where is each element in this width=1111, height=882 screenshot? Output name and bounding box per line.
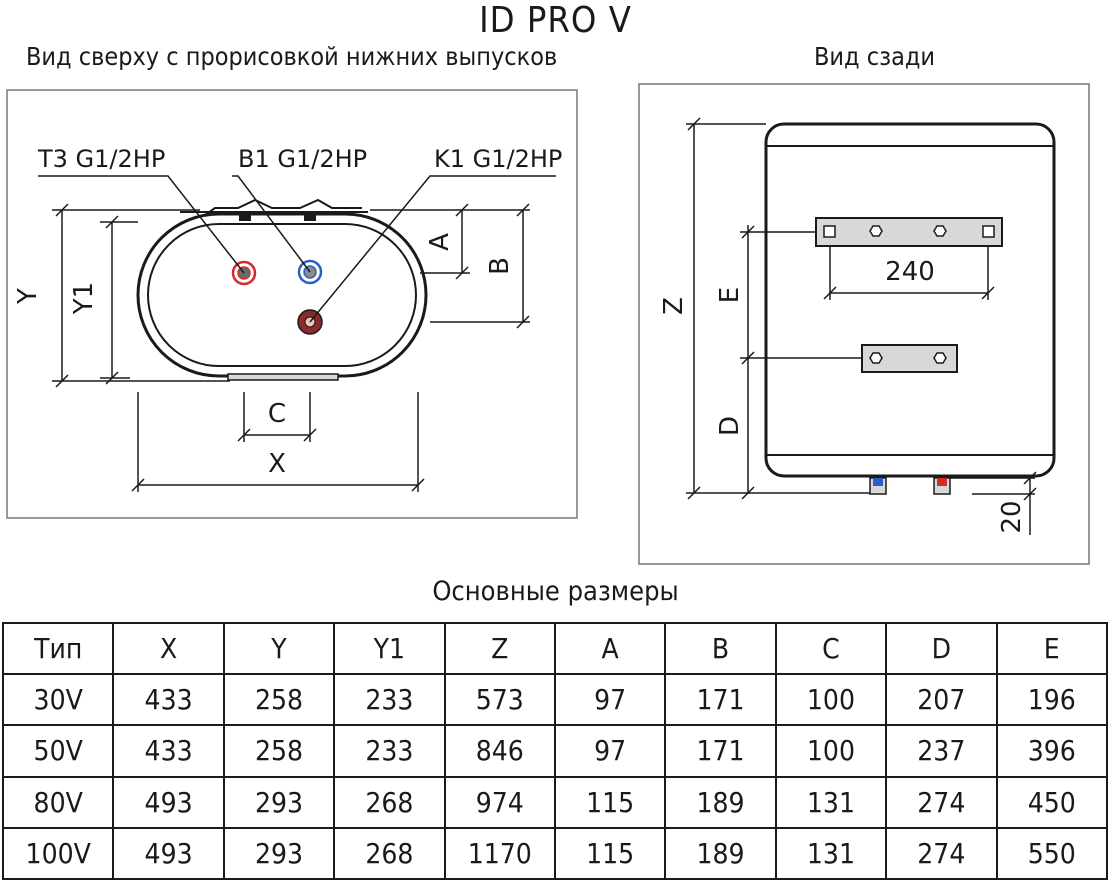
leader-lines xyxy=(38,175,556,323)
x-label: X xyxy=(268,449,286,479)
table-cell: 268 xyxy=(333,775,446,829)
top-view-drawing: T3 G1/2HP B1 G1/2HP K1 G1/2HP Y Y1 A B xyxy=(6,89,578,519)
table-cell: 50V xyxy=(1,724,115,778)
b1-label: B1 G1/2HP xyxy=(238,145,367,173)
col-header-c: C xyxy=(774,621,888,676)
table-cell: 450 xyxy=(995,775,1109,829)
table-cell: 274 xyxy=(885,775,998,829)
table-cell: 846 xyxy=(443,724,556,778)
col-header-a: A xyxy=(553,621,667,676)
y1-dimension xyxy=(100,215,138,385)
c-label: C xyxy=(268,399,286,429)
tank-outline-outer xyxy=(136,212,428,378)
table-cell: 233 xyxy=(333,673,446,727)
rear-view-frame xyxy=(638,83,1090,565)
table-cell: 80V xyxy=(1,775,115,829)
c-dimension xyxy=(237,392,317,442)
mounting-bracket-top xyxy=(180,198,368,221)
lower-bracket xyxy=(861,344,958,373)
table-cell: 274 xyxy=(885,826,998,881)
outlet-offset-label: 20 xyxy=(997,500,1027,533)
table-cell: 433 xyxy=(112,673,225,727)
table-cell: 100 xyxy=(774,673,888,727)
col-header-type: Тип xyxy=(1,621,115,676)
table-row: 100V 493 293 268 1170 115 189 131 274 55… xyxy=(1,826,1109,881)
table-cell: 573 xyxy=(443,673,556,727)
table-header-row: Тип X Y Y1 Z A B C D E xyxy=(1,621,1109,676)
table-cell: 207 xyxy=(885,673,998,727)
table-cell: 493 xyxy=(112,826,225,881)
z-dimension xyxy=(686,117,870,500)
page-title: ID PRO V xyxy=(479,0,632,41)
bracket-spacing-label: 240 xyxy=(885,257,935,287)
k1-label: K1 G1/2HP xyxy=(434,145,562,173)
table-cell: 396 xyxy=(995,724,1109,778)
tank-outline-inner xyxy=(147,223,417,367)
table-cell: 115 xyxy=(553,775,667,829)
upper-bracket xyxy=(815,217,1003,247)
y-dimension xyxy=(52,203,230,388)
rear-view-caption: Вид сзади xyxy=(814,42,936,71)
table-cell: 189 xyxy=(664,826,777,881)
table-cell: 115 xyxy=(553,826,667,881)
tank-rear-outline xyxy=(764,122,1056,478)
outlet-20-dimension xyxy=(950,471,1037,535)
table-cell: 493 xyxy=(112,775,225,829)
table-cell: 131 xyxy=(774,775,888,829)
table-cell: 171 xyxy=(664,673,777,727)
table-cell: 433 xyxy=(112,724,225,778)
table-cell: 30V xyxy=(1,673,115,727)
table-cell: 189 xyxy=(664,775,777,829)
t3-label: T3 G1/2HP xyxy=(37,145,165,173)
e-label: E xyxy=(715,287,745,303)
b-label: B xyxy=(485,257,515,275)
bottom-bracket xyxy=(227,373,339,381)
table-row: 30V 433 258 233 573 97 171 100 207 196 xyxy=(1,673,1109,727)
col-header-z: Z xyxy=(443,621,556,676)
col-header-b: B xyxy=(664,621,777,676)
dimensions-table: Тип X Y Y1 Z A B C D E 30V 433 258 233 5… xyxy=(1,621,1109,881)
b-dimension xyxy=(430,203,530,329)
table-cell: 1170 xyxy=(443,826,556,881)
table-row: 50V 433 258 233 846 97 171 100 237 396 xyxy=(1,724,1109,778)
table-cell: 196 xyxy=(995,673,1109,727)
table-cell: 237 xyxy=(885,724,998,778)
d-label: D xyxy=(715,416,745,436)
col-header-e: E xyxy=(995,621,1109,676)
table-cell: 97 xyxy=(553,673,667,727)
table-cell: 268 xyxy=(333,826,446,881)
rear-outlet-hot xyxy=(933,477,951,495)
table-cell: 100V xyxy=(1,826,115,881)
table-cell: 293 xyxy=(222,775,336,829)
table-cell: 97 xyxy=(553,724,667,778)
table-cell: 974 xyxy=(443,775,556,829)
y-label: Y xyxy=(13,288,43,305)
col-header-y: Y xyxy=(222,621,336,676)
x-dimension xyxy=(131,392,425,492)
rear-view-drawing: 240 Z E D 20 xyxy=(638,83,1090,565)
rear-outlet-cold xyxy=(869,477,887,495)
e-dimension xyxy=(740,225,862,500)
a-dimension xyxy=(370,203,470,280)
col-header-d: D xyxy=(885,621,998,676)
col-header-x: X xyxy=(112,621,225,676)
y1-label: Y1 xyxy=(69,282,99,315)
table-cell: 258 xyxy=(222,724,336,778)
table-cell: 258 xyxy=(222,673,336,727)
table-cell: 171 xyxy=(664,724,777,778)
table-row: 80V 493 293 268 974 115 189 131 274 450 xyxy=(1,775,1109,829)
top-view-frame xyxy=(6,89,578,519)
table-caption: Основные размеры xyxy=(432,576,679,607)
table-cell: 100 xyxy=(774,724,888,778)
table-cell: 131 xyxy=(774,826,888,881)
a-label: A xyxy=(425,233,455,251)
z-label: Z xyxy=(659,297,689,315)
top-view-caption: Вид сверху с прорисовкой нижних выпусков xyxy=(26,42,558,71)
table-cell: 293 xyxy=(222,826,336,881)
col-header-y1: Y1 xyxy=(333,621,446,676)
bracket-240-dimension xyxy=(823,246,995,300)
table-cell: 233 xyxy=(333,724,446,778)
table-cell: 550 xyxy=(995,826,1109,881)
